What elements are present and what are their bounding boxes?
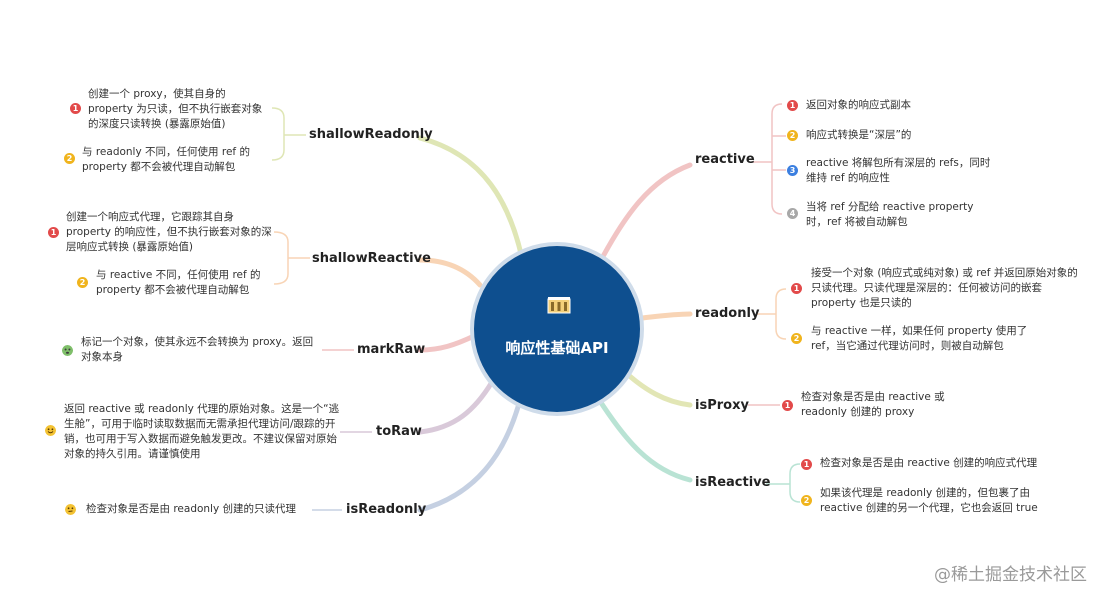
connector-markraw bbox=[417, 333, 477, 353]
readonly-item-2[interactable]: 与 reactive 一样，如果任何 property 使用了 ref，当它通过… bbox=[811, 325, 1028, 352]
number-1-icon: 1 bbox=[782, 400, 793, 411]
branch-shallowreactive[interactable]: shallowReactive bbox=[312, 251, 431, 266]
number-4-icon: 4 bbox=[787, 208, 798, 219]
number-1-icon: 1 bbox=[787, 100, 798, 111]
shallowreactive-item-2[interactable]: 与 reactive 不同，任何使用 ref 的 property 都不会被代理… bbox=[96, 269, 261, 296]
connector-isproxy bbox=[622, 369, 693, 408]
connector-isreactive bbox=[595, 395, 693, 483]
reactive-item-1[interactable]: 返回对象的响应式副本 bbox=[806, 99, 911, 111]
number-2-icon: 2 bbox=[787, 130, 798, 141]
watermark: @稀土掘金技术社区 bbox=[934, 565, 1087, 585]
branch-isreadonly[interactable]: isReadonly bbox=[346, 502, 427, 517]
shallowreactive-item-1[interactable]: 创建一个响应式代理，它跟踪其自身 property 的响应性，但不执行嵌套对象的… bbox=[66, 211, 272, 253]
branch-markraw[interactable]: markRaw bbox=[357, 342, 426, 357]
reactive-item-4[interactable]: 当将 ref 分配给 reactive property 时，ref 将被自动解… bbox=[806, 201, 974, 228]
isproxy-item-1[interactable]: 检查对象是否是由 reactive 或 readonly 创建的 proxy bbox=[801, 391, 945, 418]
building-icon bbox=[547, 297, 571, 314]
isreactive-item-2[interactable]: 如果该代理是 readonly 创建的，但包裹了由 reactive 创建的另一… bbox=[820, 487, 1038, 514]
number-2-icon: 2 bbox=[77, 277, 88, 288]
central-topic-title: 响应性基础API bbox=[505, 339, 609, 357]
markraw-item-1[interactable]: 标记一个对象，使其永远不会转换为 proxy。返回对象本身 bbox=[81, 336, 314, 363]
number-2-icon: 2 bbox=[801, 495, 812, 506]
shallowreadonly-item-2[interactable]: 与 readonly 不同，任何使用 ref 的 property 都不会被代理… bbox=[82, 146, 250, 173]
shallowreadonly-item-1[interactable]: 创建一个 proxy，使其自身的 property 为只读，但不执行嵌套对象的深… bbox=[88, 88, 263, 130]
number-1-icon: 1 bbox=[70, 103, 81, 114]
connector-isreadonly bbox=[417, 397, 523, 513]
reactive-item-3[interactable]: reactive 将解包所有深层的 refs，同时维持 ref 的响应性 bbox=[806, 157, 991, 184]
branch-shallowreadonly[interactable]: shallowReadonly bbox=[309, 127, 433, 142]
number-1-icon: 1 bbox=[801, 459, 812, 470]
branch-isproxy[interactable]: isProxy bbox=[695, 398, 749, 413]
smile-face-icon bbox=[45, 425, 56, 436]
isreadonly-item-1[interactable]: 检查对象是否是由 readonly 创建的只读代理 bbox=[86, 503, 297, 515]
readonly-item-1[interactable]: 接受一个对象 (响应式或纯对象) 或 ref 并返回原始对象的只读代理。只读代理… bbox=[811, 267, 1078, 309]
toraw-item-1[interactable]: 返回 reactive 或 readonly 代理的原始对象。这是一个“逃生舱”… bbox=[64, 403, 340, 460]
branch-readonly[interactable]: readonly bbox=[695, 306, 760, 321]
reactive-item-2[interactable]: 响应式转换是“深层”的 bbox=[806, 129, 912, 141]
connector-toraw bbox=[417, 379, 495, 435]
number-2-icon: 2 bbox=[64, 153, 75, 164]
number-1-icon: 1 bbox=[48, 227, 59, 238]
connector-reactive bbox=[597, 162, 693, 265]
branch-reactive[interactable]: reactive bbox=[695, 152, 755, 167]
connector-readonly bbox=[639, 311, 693, 321]
number-2-icon: 2 bbox=[791, 333, 802, 344]
number-1-icon: 1 bbox=[791, 283, 802, 294]
isreactive-item-1[interactable]: 检查对象是否是由 reactive 创建的响应式代理 bbox=[820, 457, 1038, 469]
connector-shallowreactive bbox=[417, 257, 483, 288]
connector-shallowreadonly bbox=[417, 135, 525, 261]
branch-isreactive[interactable]: isReactive bbox=[695, 475, 771, 490]
number-3-icon: 3 bbox=[787, 165, 798, 176]
dizzy-face-icon bbox=[62, 345, 73, 356]
thinking-face-icon bbox=[65, 504, 76, 515]
branch-toraw[interactable]: toRaw bbox=[376, 424, 422, 439]
central-topic[interactable]: 响应性基础API bbox=[470, 242, 644, 416]
